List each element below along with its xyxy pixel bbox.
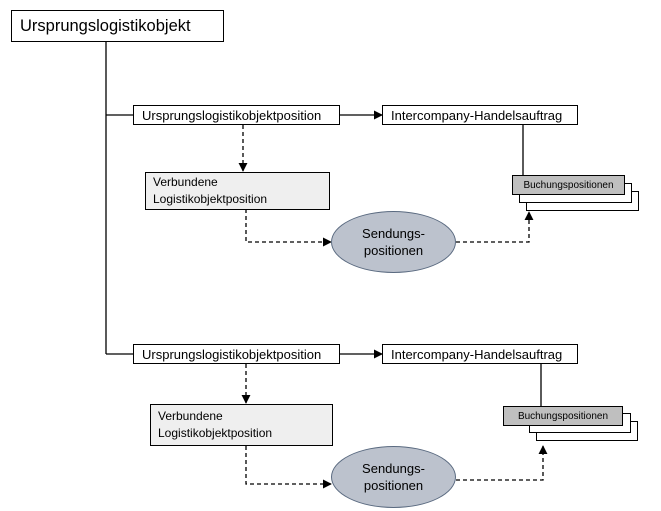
linked-item-box-2: Verbundene Logistikobjektposition — [150, 404, 333, 446]
linked-item-line-2: Logistikobjektposition — [153, 192, 268, 206]
shipment-items-ellipse-1: Sendungs- positionen — [331, 211, 456, 273]
shipment-items-line-2: positionen — [363, 478, 424, 493]
shipment-items-ellipse-2: Sendungs- positionen — [331, 446, 456, 508]
posting-items-box-2: Buchungspositionen — [503, 406, 623, 426]
shipment-items-line-2: positionen — [363, 243, 424, 258]
shipment-items-line-1: Sendungs- — [362, 226, 425, 241]
linked-item-line-1: Verbundene — [158, 409, 223, 423]
linked-item-line-1: Verbundene — [153, 175, 218, 189]
origin-item-box-1: Ursprungslogistikobjektposition — [133, 105, 340, 125]
shipment-to-posting-arrow-2 — [456, 445, 548, 481]
origin-item-box-2: Ursprungslogistikobjektposition — [133, 344, 340, 364]
linked-to-shipment-arrow-2 — [245, 446, 332, 489]
root-object-box: Ursprungslogistikobjekt — [11, 10, 224, 42]
linked-item-line-2: Logistikobjektposition — [158, 426, 273, 440]
posting-items-box-1: Buchungspositionen — [512, 175, 625, 195]
shipment-to-posting-arrow-1 — [456, 211, 534, 243]
shipment-items-line-1: Sendungs- — [362, 461, 425, 476]
intercompany-order-box-2: Intercompany-Handelsauftrag — [382, 344, 578, 364]
linked-item-box-1: Verbundene Logistikobjektposition — [145, 172, 330, 210]
linked-to-shipment-arrow-1 — [245, 209, 332, 247]
intercompany-order-box-1: Intercompany-Handelsauftrag — [382, 105, 578, 125]
